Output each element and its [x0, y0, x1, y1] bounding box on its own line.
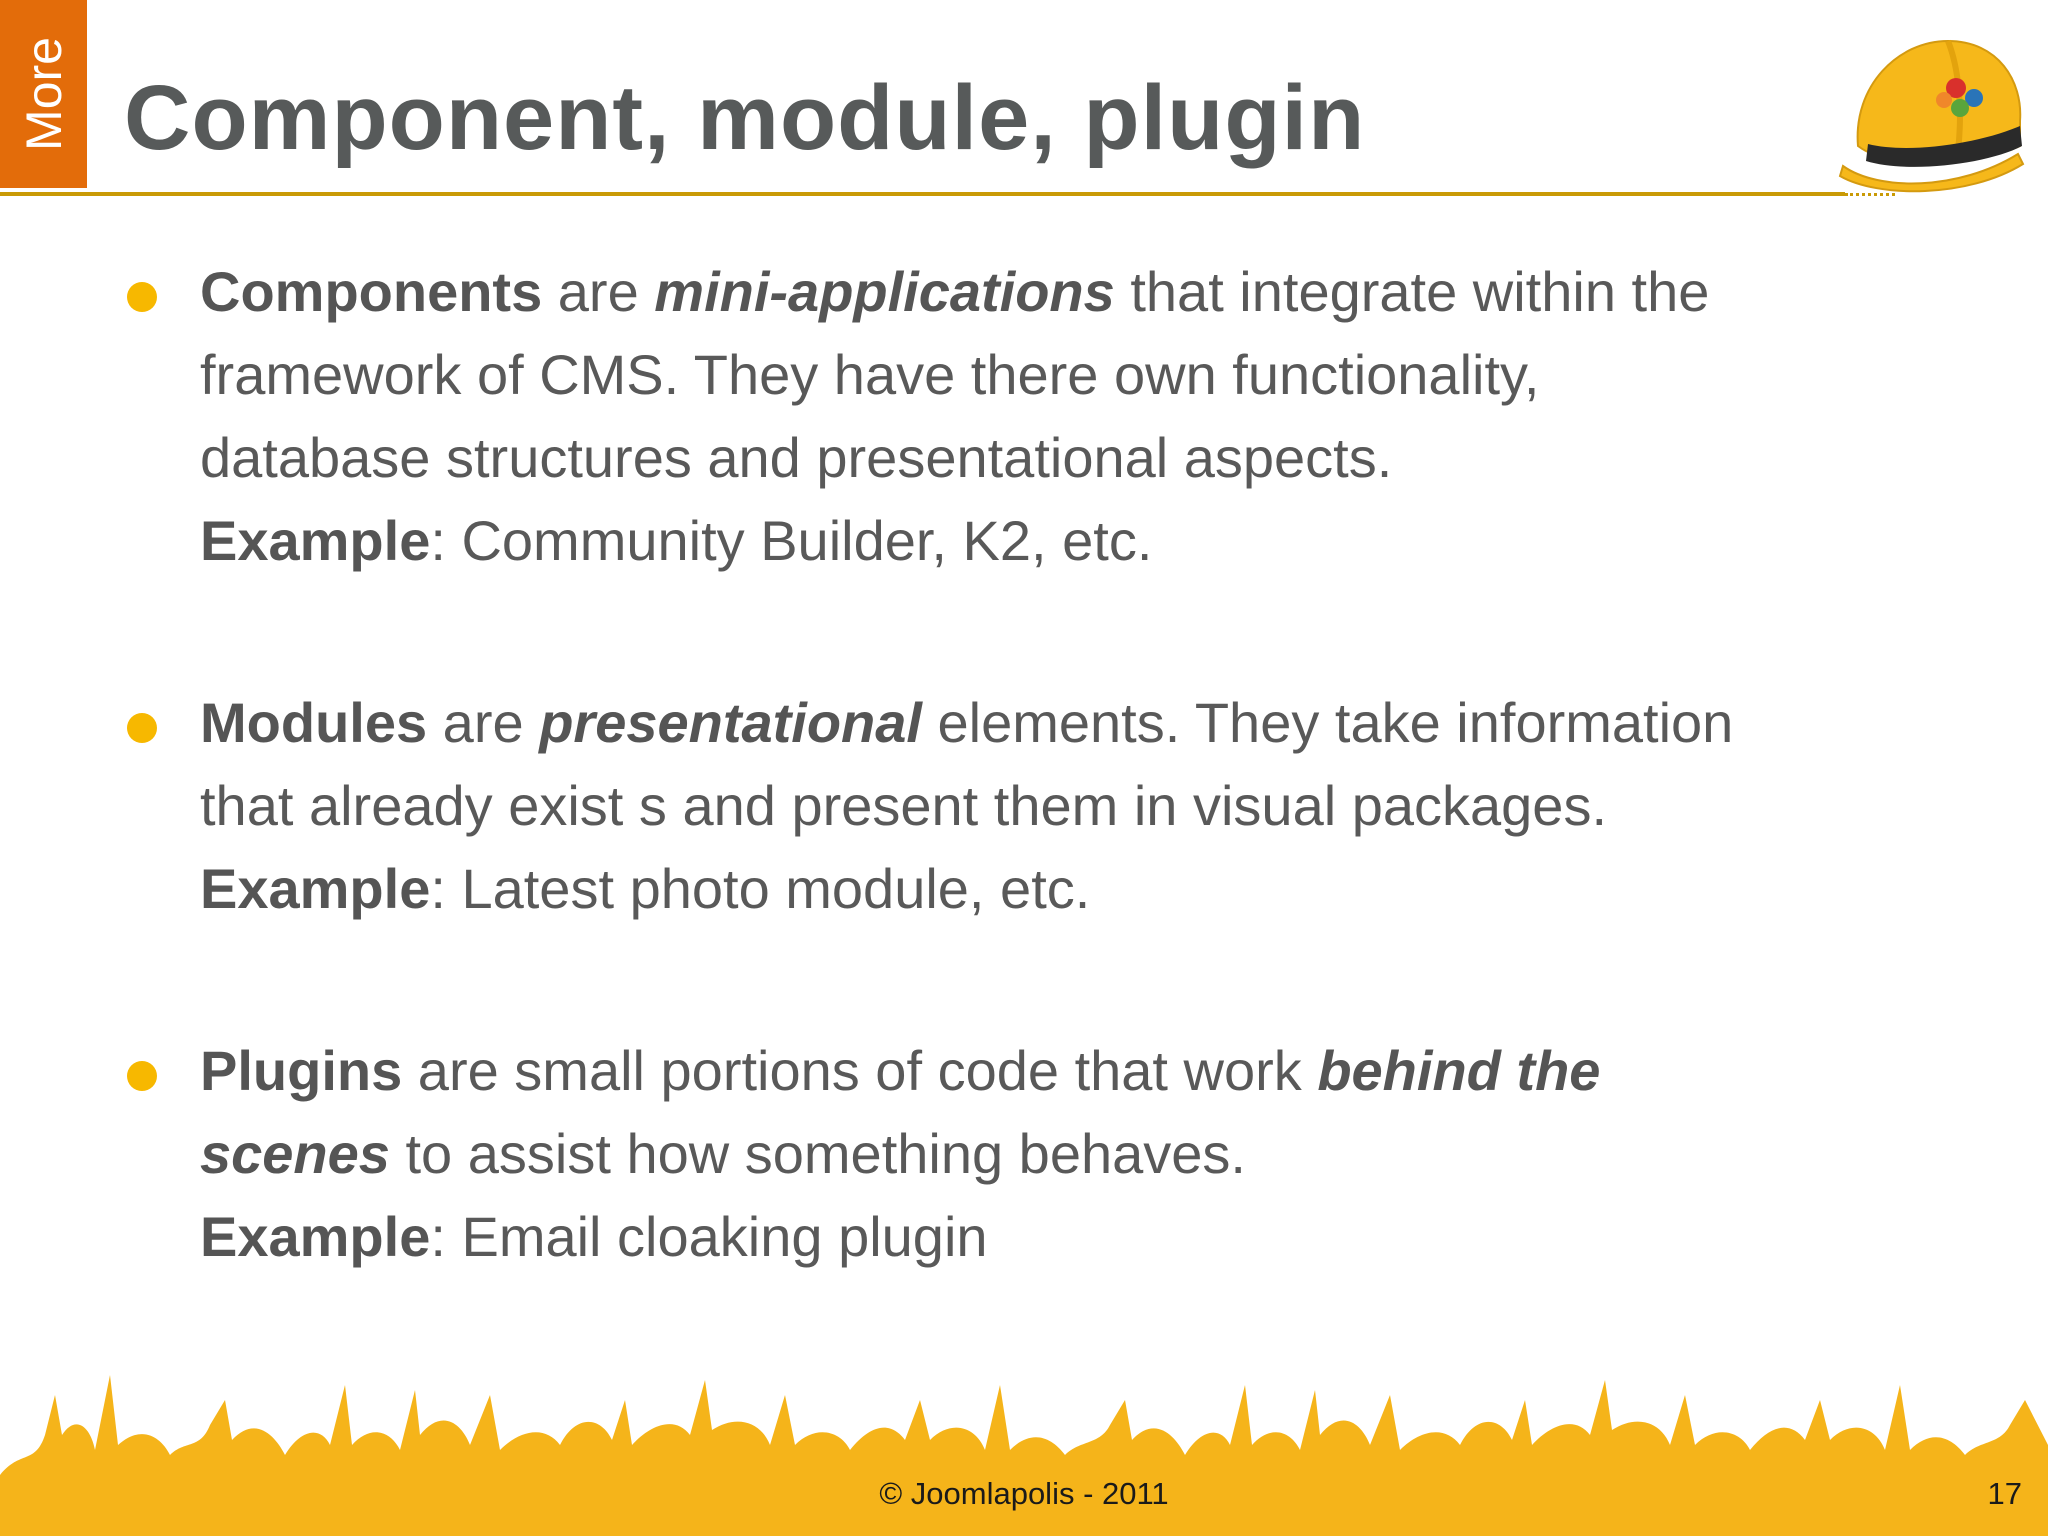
- bullet-line: Plugins are small portions of code that …: [200, 1039, 1601, 1102]
- bullet-line: that already exist s and present them in…: [200, 774, 1607, 837]
- bullet-line: framework of CMS. They have there own fu…: [200, 343, 1540, 406]
- bullet-line: Example: Email cloaking plugin: [200, 1205, 988, 1268]
- bullet-line: Example: Community Builder, K2, etc.: [200, 509, 1153, 572]
- bullet-dot: [127, 713, 157, 743]
- bullet-item-modules: Modules are presentational elements. The…: [127, 681, 1960, 930]
- page-number: 17: [1987, 1476, 2022, 1511]
- crowd-silhouette-banner: [0, 1375, 2048, 1536]
- title-rule-dots: [1845, 193, 1895, 196]
- footer-copyright: © Joomlapolis - 2011: [879, 1476, 1169, 1511]
- bullet-dot: [127, 1061, 157, 1091]
- bullet-list: Components are mini-applications that in…: [127, 250, 1960, 1377]
- bullet-item-components: Components are mini-applications that in…: [127, 250, 1960, 582]
- bullet-line: Components are mini-applications that in…: [200, 260, 1710, 323]
- bullet-line: Example: Latest photo module, etc.: [200, 857, 1091, 920]
- slide-title: Component, module, plugin: [124, 67, 1366, 169]
- bullet-item-plugins: Plugins are small portions of code that …: [127, 1029, 1960, 1278]
- more-tab-label: More: [15, 37, 72, 151]
- bullet-dot: [127, 282, 157, 312]
- bullet-line: database structures and presentational a…: [200, 426, 1393, 489]
- more-tab[interactable]: More: [0, 0, 87, 188]
- bullet-line: scenes to assist how something behaves.: [200, 1122, 1246, 1185]
- title-rule: [0, 192, 1845, 196]
- hard-hat-logo-icon: [1838, 39, 2025, 193]
- bullet-line: Modules are presentational elements. The…: [200, 691, 1734, 754]
